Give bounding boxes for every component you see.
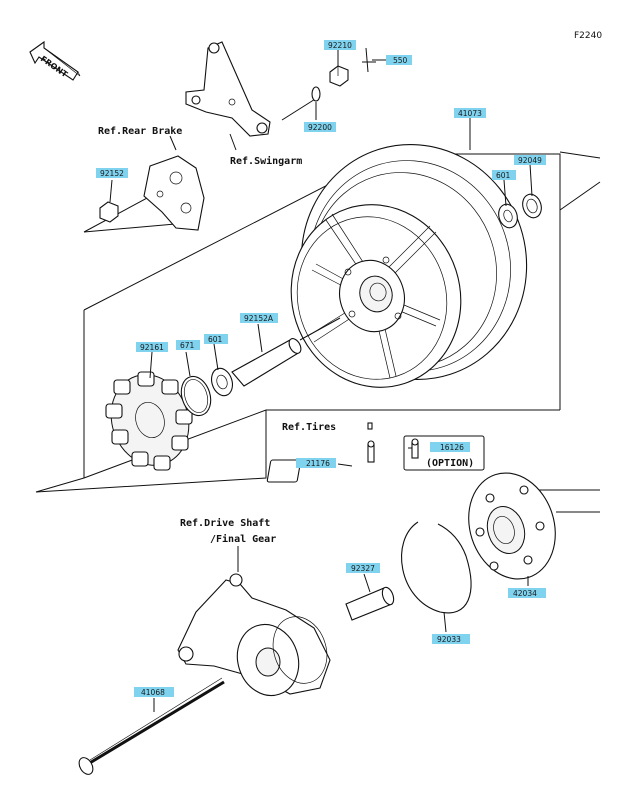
- spacer-92152a: [231, 317, 341, 387]
- svg-text:41068: 41068: [141, 688, 165, 697]
- part-tag-92049: 92049: [514, 155, 546, 165]
- valve-16126: [411, 438, 419, 459]
- valve-21176: [266, 440, 375, 483]
- part-tag-671: 671: [176, 340, 200, 350]
- part-tag-601-left: 601: [204, 334, 228, 344]
- part-tag-41068: 41068: [134, 687, 174, 697]
- collar-92327: [345, 586, 395, 621]
- caliper-bracket: [99, 155, 205, 231]
- part-tag-21176: 21176: [296, 458, 336, 468]
- part-tag-92152: 92152: [96, 168, 128, 178]
- svg-text:92049: 92049: [518, 156, 542, 165]
- axle-41068: [78, 677, 225, 775]
- part-tag-550: 550: [386, 55, 412, 65]
- front-arrow-icon: FRONT: [29, 40, 81, 81]
- final-gear-case: [177, 573, 331, 697]
- part-tag-92210: 92210: [324, 40, 356, 50]
- svg-text:92152A: 92152A: [244, 314, 274, 323]
- circlip-92033: [401, 521, 472, 614]
- svg-text:671: 671: [180, 341, 195, 350]
- svg-text:41073: 41073: [458, 109, 482, 118]
- svg-text:601: 601: [208, 335, 223, 344]
- part-tag-41073: 41073: [454, 108, 486, 118]
- part-tag-42034: 42034: [508, 588, 546, 598]
- svg-text:92152: 92152: [100, 169, 124, 178]
- svg-text:601: 601: [496, 171, 511, 180]
- bearing-601-right: [498, 203, 518, 229]
- bearing-601-left: [211, 367, 233, 397]
- figure-code: F2240: [574, 31, 602, 41]
- svg-text:92033: 92033: [437, 635, 461, 644]
- ref-final-gear: /Final Gear: [210, 533, 276, 545]
- option-label: (OPTION): [426, 458, 474, 469]
- part-tag-92327: 92327: [346, 563, 380, 573]
- part-tag-92152a: 92152A: [240, 313, 278, 323]
- part-tag-92161: 92161: [136, 342, 168, 352]
- svg-text:550: 550: [393, 56, 408, 65]
- washer-92200: [311, 86, 321, 102]
- ref-swingarm: Ref.Swingarm: [230, 155, 302, 167]
- tire-marker-icon: [367, 422, 373, 430]
- torque-link-assembly: [185, 41, 321, 137]
- ref-rear-brake: Ref.Rear Brake: [98, 126, 182, 137]
- part-tag-92200: 92200: [304, 122, 336, 132]
- part-tag-16126: 16126: [430, 442, 470, 452]
- svg-text:16126: 16126: [440, 443, 464, 452]
- svg-text:92161: 92161: [140, 343, 164, 352]
- nut-92210: [329, 65, 349, 87]
- svg-text:92200: 92200: [308, 123, 332, 132]
- svg-text:92327: 92327: [351, 564, 375, 573]
- svg-text:42034: 42034: [513, 589, 537, 598]
- svg-text:21176: 21176: [306, 459, 330, 468]
- option-box: (OPTION): [403, 435, 485, 471]
- part-tag-601-right: 601: [492, 170, 516, 180]
- wheel-41073: [290, 144, 528, 388]
- svg-text:92210: 92210: [328, 41, 352, 50]
- seal-92049: [522, 193, 542, 219]
- leader-lines: [109, 50, 533, 712]
- ref-tires: Ref.Tires: [282, 421, 336, 433]
- part-tag-92033: 92033: [432, 634, 470, 644]
- o-ring-671: [180, 375, 212, 417]
- pin-550: [362, 47, 376, 73]
- hub-flange-42034: [468, 472, 600, 580]
- damper-92161: [105, 371, 193, 471]
- ref-drive-shaft: Ref.Drive Shaft: [180, 517, 270, 529]
